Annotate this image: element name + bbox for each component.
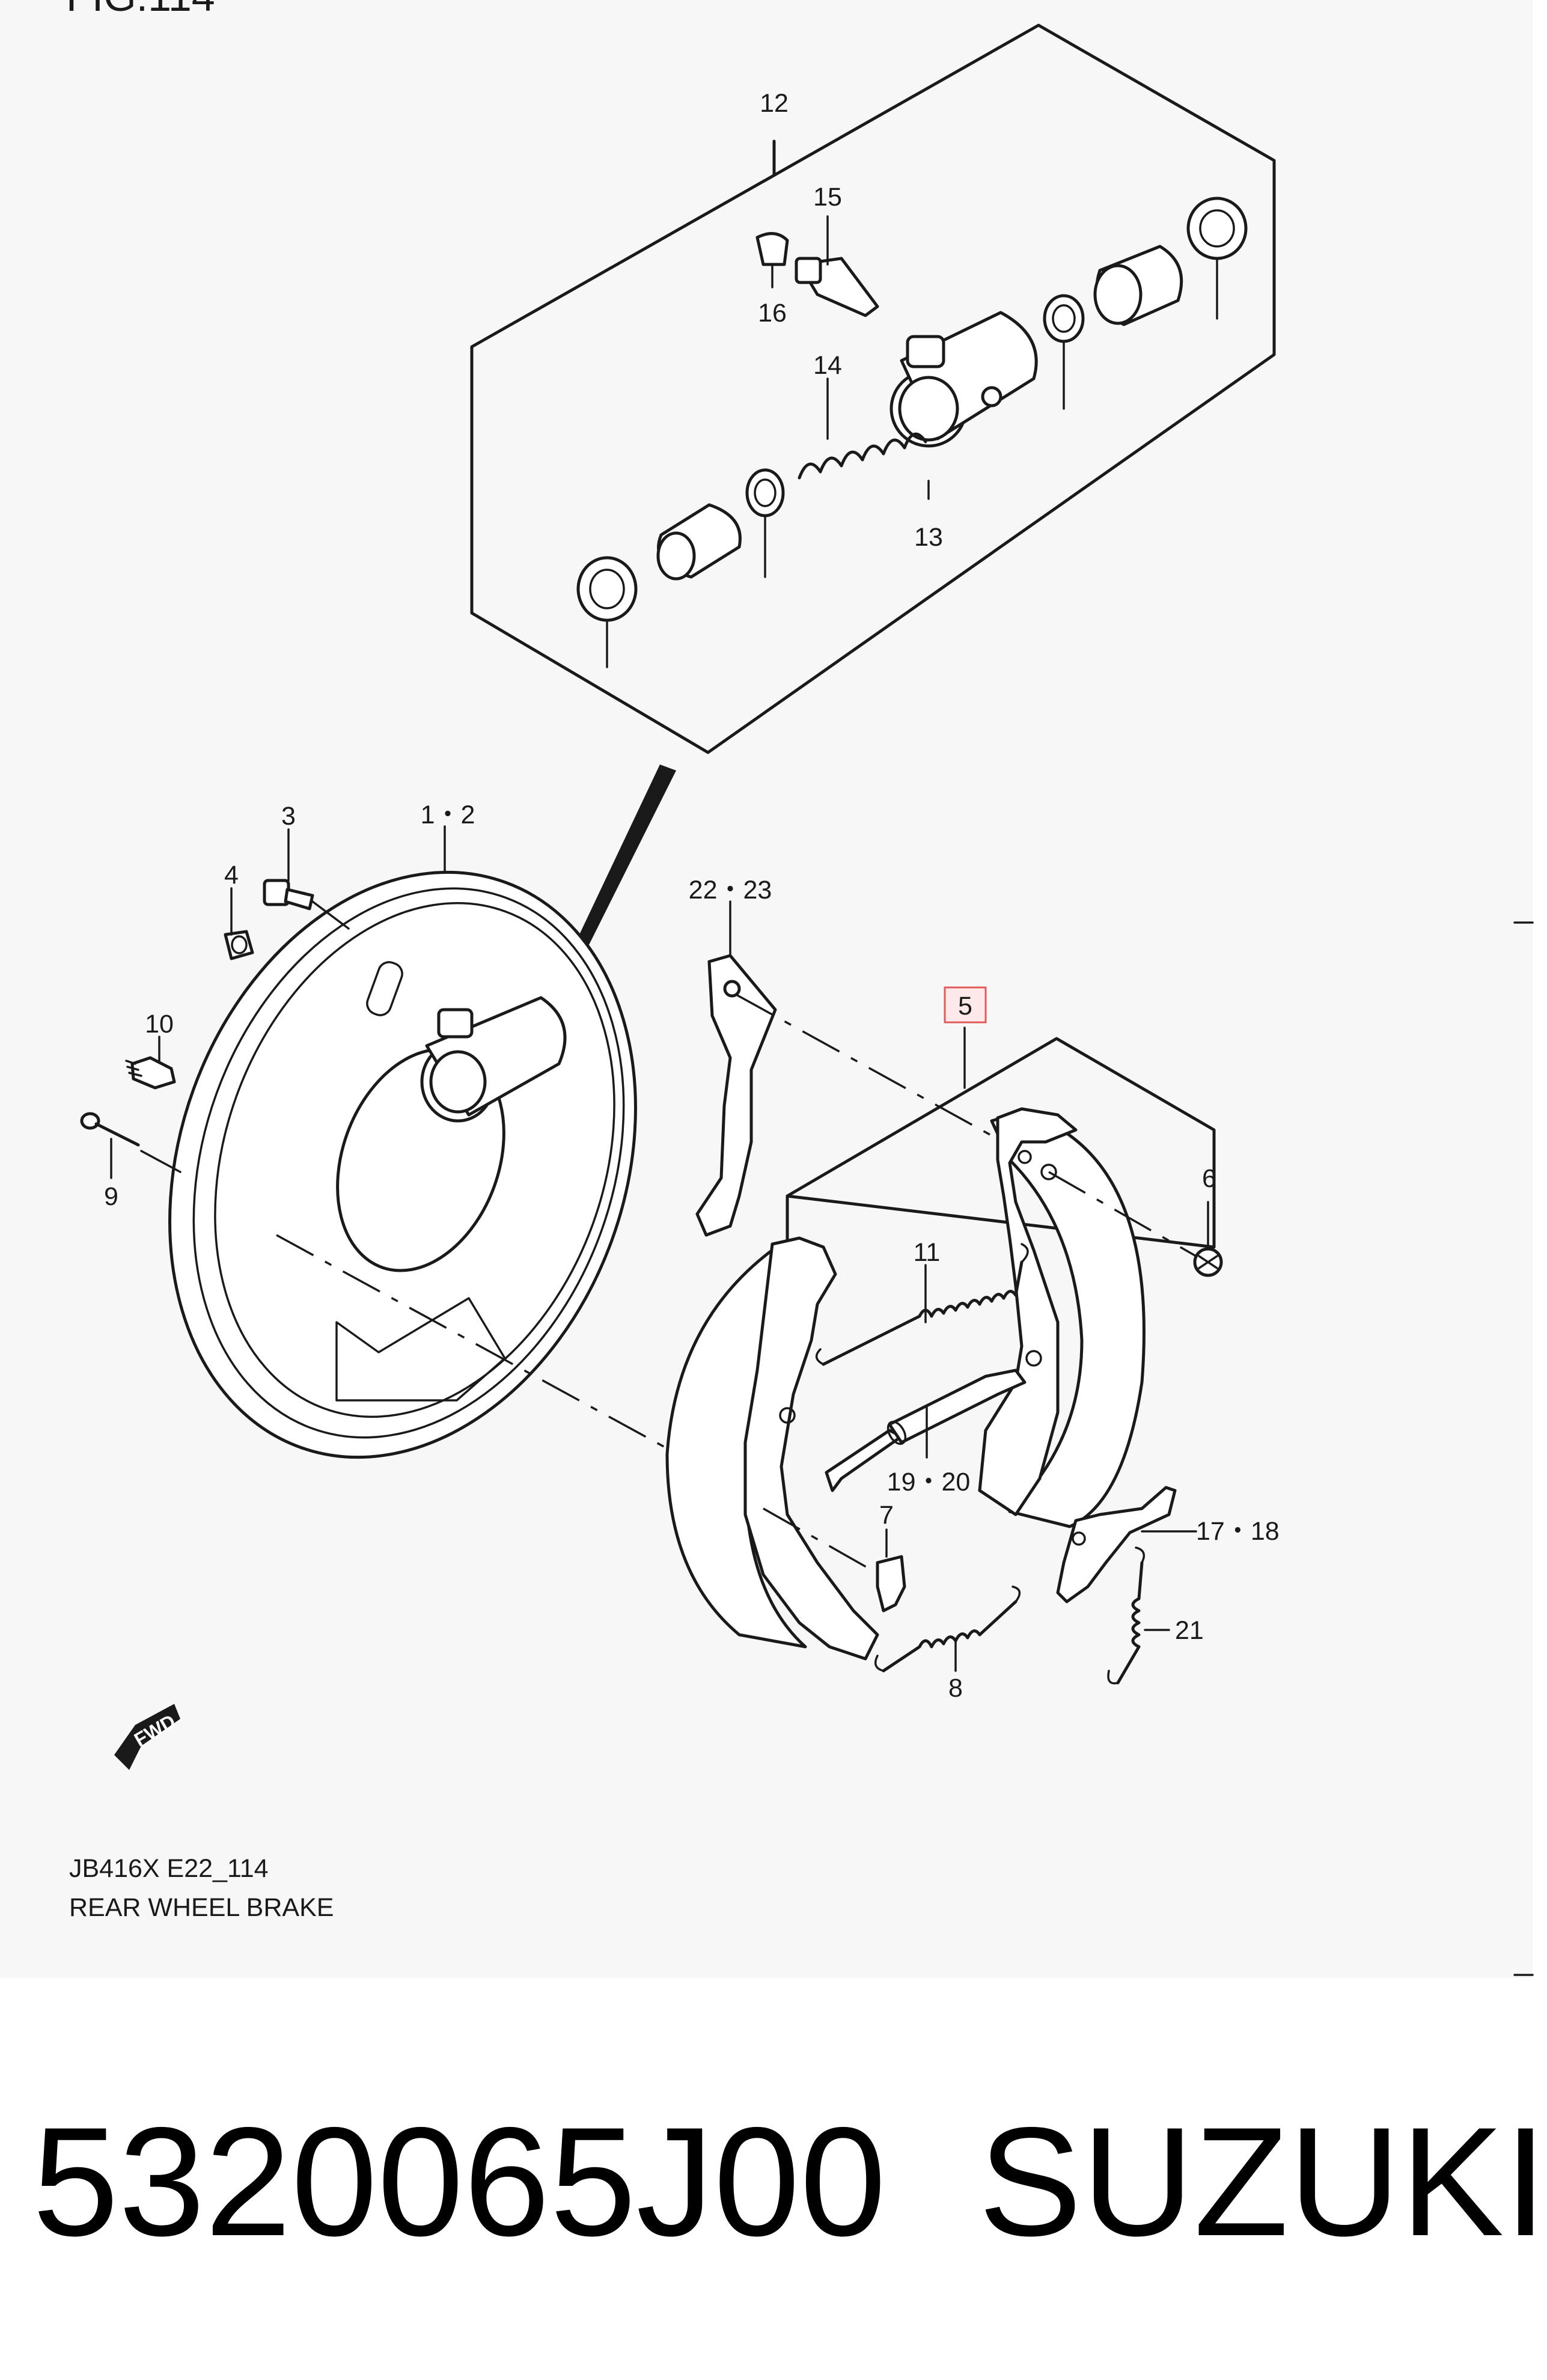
right-piston <box>1093 245 1183 326</box>
diagram-code: JB416X E22_114 <box>69 1854 269 1883</box>
callout-5: 5 <box>958 992 972 1021</box>
callout-3: 3 <box>281 802 296 831</box>
leading-brake-shoe <box>665 1236 879 1661</box>
hold-down-pin-9 <box>80 1112 140 1147</box>
callout-8: 8 <box>948 1674 963 1703</box>
callout-4: 4 <box>224 861 239 889</box>
diagram-sheet: FIG.114 12 15 16 14 <box>66 0 1534 1976</box>
retainer-clip-6 <box>1193 1247 1223 1277</box>
parking-lever-17-18 <box>1056 1486 1177 1603</box>
upper-return-spring-11 <box>815 1243 1029 1366</box>
callout-10: 10 <box>145 1010 174 1039</box>
callout-11: 11 <box>914 1238 941 1267</box>
callout-15: 15 <box>813 183 842 212</box>
spring-21 <box>1107 1546 1146 1685</box>
callout-5-box <box>944 986 987 1024</box>
bolt-3 <box>263 879 314 911</box>
leader-9-to-plate <box>140 1150 182 1173</box>
lower-spring-8 <box>874 1585 1021 1673</box>
bolt-10 <box>125 1056 176 1090</box>
nut-4 <box>224 930 254 960</box>
leader-3-to-plate <box>311 900 350 930</box>
diagram-title: REAR WHEEL BRAKE <box>69 1893 334 1922</box>
exploded-view-diagram: FIG.114 12 15 16 14 <box>66 0 1534 1976</box>
callout-14: 14 <box>813 351 842 380</box>
bleeder-cap <box>755 232 789 266</box>
lever-axis-line <box>736 993 998 1140</box>
trailing-brake-shoe <box>978 1107 1146 1528</box>
part-number: 5320065J00 <box>32 2095 886 2268</box>
bleeder-screw <box>795 257 879 317</box>
left-piston <box>656 503 742 581</box>
cylinder-spring <box>798 432 927 480</box>
left-dust-boot <box>576 556 638 622</box>
brand-name: SUZUKI <box>978 2095 1547 2268</box>
callout-13: 13 <box>914 523 943 552</box>
clip-axis-line <box>763 1507 875 1573</box>
shoe-clip-7 <box>876 1555 906 1613</box>
callout-21: 21 <box>1175 1616 1204 1645</box>
right-dust-boot <box>1186 197 1248 260</box>
left-piston-cup <box>745 468 785 517</box>
callout-12: 12 <box>760 89 789 118</box>
fig-label: FIG.114 <box>66 0 215 20</box>
adjuster-lever <box>695 954 777 1237</box>
callout-19-20: 19・20 <box>887 1468 971 1497</box>
callout-17-18: 17・18 <box>1196 1517 1280 1546</box>
callout-16: 16 <box>758 299 787 328</box>
callout-6: 6 <box>1202 1164 1216 1193</box>
strut-19-20 <box>825 1368 1027 1492</box>
retainer-axis-line <box>1048 1171 1197 1257</box>
fwd-direction-badge: FWD <box>114 1704 180 1770</box>
right-piston-cup <box>1043 294 1085 343</box>
callout-1-2: 1・2 <box>421 801 475 829</box>
callout-9: 9 <box>104 1182 118 1211</box>
mounted-wheel-cylinder <box>420 996 567 1123</box>
kit-box-outline <box>470 23 1276 754</box>
wheel-cylinder-body <box>889 311 1038 448</box>
callout-7: 7 <box>879 1501 894 1530</box>
backing-plate <box>168 870 637 1459</box>
callout-22-23: 22・23 <box>689 876 772 905</box>
